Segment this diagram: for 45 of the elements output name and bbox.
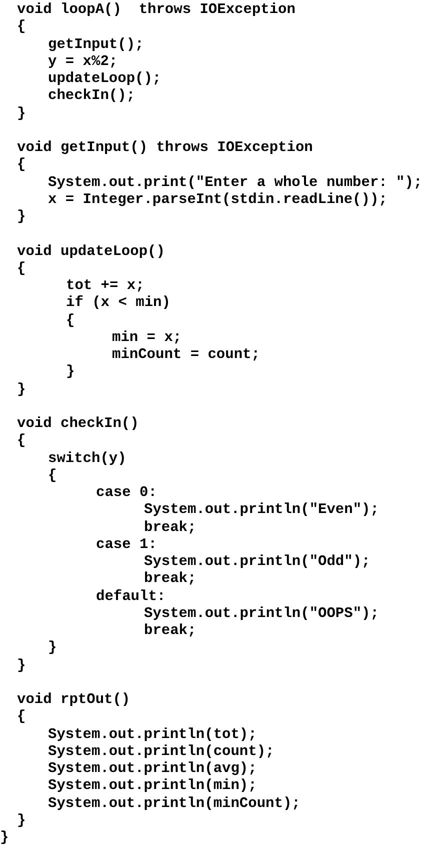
code-line: min = x; — [112, 330, 182, 347]
code-line: case 0: — [96, 485, 157, 502]
code-line: updateLoop(); — [48, 71, 162, 88]
code-line: break; — [144, 571, 196, 588]
code-line: void updateLoop() — [17, 244, 165, 260]
code-line: minCount = count; — [112, 347, 260, 364]
code-line: void loopA() throws IOException — [17, 2, 296, 19]
code-line: } — [0, 830, 9, 847]
code-line: System.out.println(count); — [48, 744, 274, 761]
code-line: { — [17, 19, 26, 36]
code-line: x = Integer.parseInt(stdin.readLine()); — [48, 192, 388, 209]
code-line: } — [66, 364, 75, 382]
code-line: } — [17, 106, 26, 122]
code-line: System.out.println(min); — [48, 778, 257, 796]
code-line: getInput(); — [48, 36, 144, 54]
code-line: break; — [144, 520, 196, 536]
code-line: } — [17, 382, 26, 398]
code-line: System.out.println(avg); — [48, 761, 257, 778]
code-line: switch(y) — [48, 450, 126, 468]
code-line: System.out.println("OOPS"); — [144, 606, 379, 623]
code-line: { — [17, 709, 26, 726]
code-line: case 1: — [96, 536, 157, 554]
code-line: System.out.print("Enter a whole number: "); — [48, 174, 422, 192]
code-line: { — [17, 157, 26, 174]
code-line: { — [48, 468, 57, 485]
code-line: if (x < min) — [66, 295, 170, 312]
code-line: System.out.println("Even"); — [144, 502, 379, 520]
code-line: } — [17, 209, 26, 226]
code-line: { — [66, 312, 75, 330]
code-line: y = x%2; — [48, 54, 118, 71]
code-line: System.out.println(minCount); — [48, 796, 300, 812]
code-line: void rptOut() — [17, 692, 130, 709]
code-line: void getInput() throws IOException — [17, 140, 313, 157]
code-line: System.out.println("Odd"); — [144, 554, 370, 571]
code-line: } — [17, 812, 26, 830]
code-line: } — [17, 658, 26, 674]
code-line: void checkIn() — [17, 416, 139, 433]
code-line: checkIn(); — [48, 88, 136, 106]
code-line: { — [17, 433, 26, 450]
code-line: tot += x; — [66, 278, 144, 295]
code-line: } — [48, 640, 57, 658]
code-line: { — [17, 260, 26, 278]
code-line: default: — [96, 588, 166, 606]
code-line: break; — [144, 623, 196, 640]
code-line: System.out.println(tot); — [48, 726, 257, 744]
